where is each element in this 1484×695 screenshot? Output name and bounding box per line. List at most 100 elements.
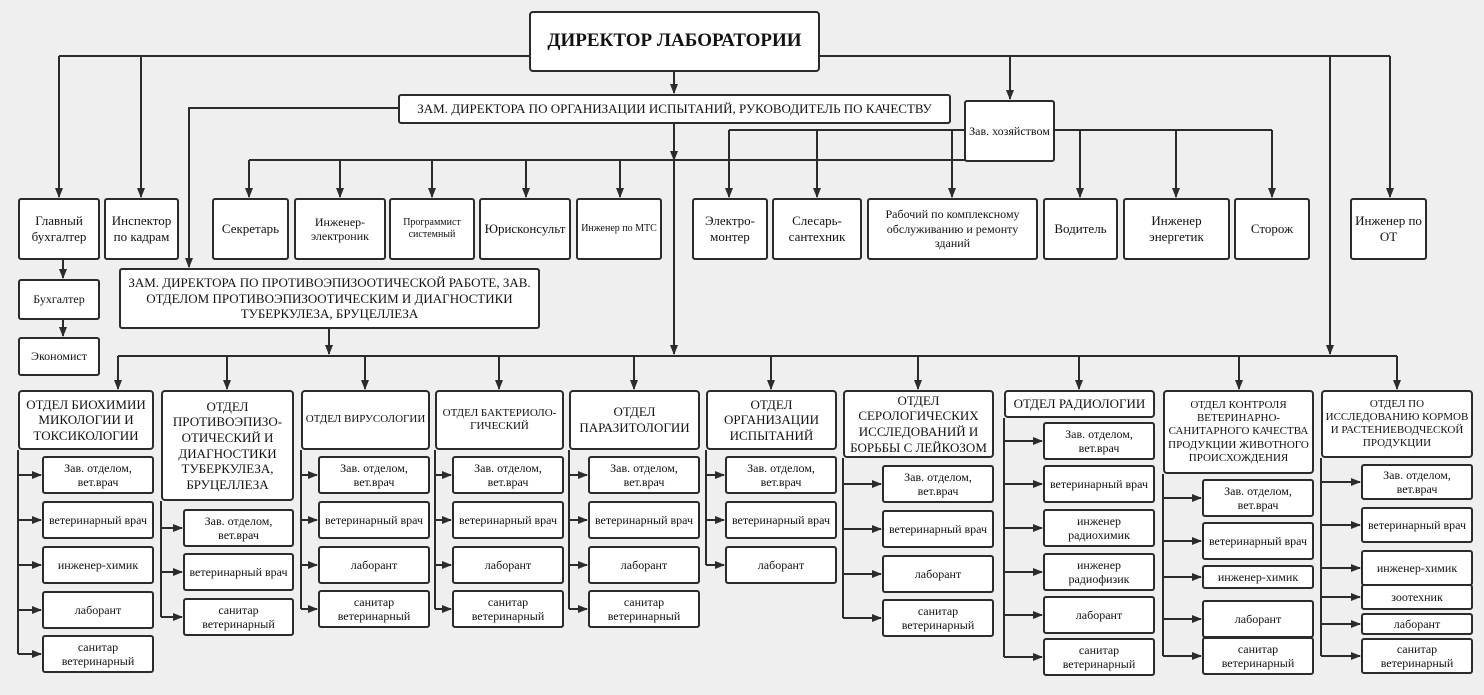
department-6-staff-3-box: лаборант	[725, 546, 837, 584]
electronics-engineer-box: Инженер-электроник	[294, 198, 386, 260]
department-8-staff-3: инженер радиохимик	[1068, 513, 1130, 542]
driver-box: Водитель	[1043, 198, 1118, 260]
department-1-title: ОТДЕЛ БИОХИМИИ МИКОЛОГИИ И ТОКСИКОЛОГИИ	[26, 396, 146, 443]
department-8-staff-3-box: инженер радиохимик	[1043, 509, 1155, 547]
department-2-title-box: ОТДЕЛ ПРОТИВОЭПИЗО-ОТИЧЕСКИЙ И ДИАГНОСТИ…	[161, 390, 294, 501]
department-2-staff-2: ветеринарный врач	[189, 564, 288, 579]
department-6-title-box: ОТДЕЛ ОРГАНИЗАЦИИ ИСПЫТАНИЙ	[706, 390, 837, 450]
department-5-staff-3-box: лаборант	[588, 546, 700, 584]
department-2-staff-3-box: санитар ветеринарный	[183, 598, 294, 636]
department-5-staff-4-box: санитар ветеринарный	[588, 590, 700, 628]
household-head-label: Зав. хозяйством	[969, 123, 1050, 138]
secretary-label: Секретарь	[221, 221, 280, 237]
department-1-staff-3: инженер-химик	[57, 557, 139, 572]
department-5-staff-1: Зав. отделом, вет.врач	[610, 460, 678, 489]
maintenance-worker-label: Рабочий по комплексному обслуживанию и р…	[885, 207, 1020, 251]
department-10-title: ОТДЕЛ ПО ИССЛЕДОВАНИЮ КОРМОВ И РАСТЕНИЕВ…	[1325, 397, 1469, 450]
department-5-title: ОТДЕЛ ПАРАЗИТОЛОГИИ	[579, 404, 690, 435]
department-8-staff-2: ветеринарный врач	[1049, 476, 1149, 491]
department-1-title-box: ОТДЕЛ БИОХИМИИ МИКОЛОГИИ И ТОКСИКОЛОГИИ	[18, 390, 154, 450]
department-5-staff-2-box: ветеринарный врач	[588, 501, 700, 539]
electronics-engineer-label: Инженер-электроник	[311, 214, 369, 243]
plumber-label: Слесарь-сантехник	[788, 213, 846, 244]
guard-box: Сторож	[1234, 198, 1310, 260]
department-10-staff-4-box: зоотехник	[1361, 584, 1473, 610]
department-8-staff-6: санитар ветеринарный	[1062, 642, 1136, 671]
department-4-staff-2: ветеринарный врач	[458, 512, 558, 527]
deputy-epizootic-box: ЗАМ. ДИРЕКТОРА ПО ПРОТИВОЭПИЗООТИЧЕСКОЙ …	[119, 268, 540, 329]
department-4-staff-4: санитар ветеринарный	[471, 594, 545, 623]
connector-9	[185, 107, 398, 268]
director-box: ДИРЕКТОР ЛАБОРАТОРИИ	[529, 11, 820, 72]
hr-inspector-label: Инспектор по кадрам	[111, 213, 172, 244]
department-3-staff-4-box: санитар ветеринарный	[318, 590, 430, 628]
director-label: ДИРЕКТОР ЛАБОРАТОРИИ	[547, 30, 802, 52]
department-5-staff-3: лаборант	[620, 557, 668, 572]
department-10-staff-2-box: ветеринарный врач	[1361, 507, 1473, 543]
legal-adviser-label: Юрисконсульт	[484, 221, 566, 237]
department-8-staff-5: лаборант	[1075, 607, 1123, 622]
economist-box: Экономист	[18, 337, 100, 376]
department-10-staff-1: Зав. отделом, вет.врач	[1383, 467, 1451, 496]
department-3-staff-1-box: Зав. отделом, вет.врач	[318, 456, 430, 494]
department-3-staff-2: ветеринарный врач	[324, 512, 424, 527]
guard-label: Сторож	[1250, 221, 1294, 237]
department-10-title-box: ОТДЕЛ ПО ИССЛЕДОВАНИЮ КОРМОВ И РАСТЕНИЕВ…	[1321, 390, 1473, 458]
department-6-staff-1-box: Зав. отделом, вет.врач	[725, 456, 837, 494]
department-2-staff-1: Зав. отделом, вет.врач	[204, 513, 273, 542]
department-10-staff-5: лаборант	[1393, 616, 1441, 631]
department-4-staff-2-box: ветеринарный врач	[452, 501, 564, 539]
department-1-staff-4: лаборант	[74, 602, 122, 617]
department-3-staff-3: лаборант	[350, 557, 398, 572]
department-4-title-box: ОТДЕЛ БАКТЕРИОЛО-ГИЧЕСКИЙ	[435, 390, 564, 450]
department-3-staff-1: Зав. отделом, вет.врач	[340, 460, 408, 489]
power-engineer-box: Инженер энергетик	[1123, 198, 1230, 260]
legal-adviser-box: Юрисконсульт	[479, 198, 571, 260]
system-programmer-box: Программист системный	[389, 198, 475, 260]
department-9-staff-3-box: инженер-химик	[1202, 565, 1314, 589]
department-4-title: ОТДЕЛ БАКТЕРИОЛО-ГИЧЕСКИЙ	[442, 406, 557, 432]
department-4-staff-3: лаборант	[484, 557, 532, 572]
department-2-staff-3: санитар ветеринарный	[202, 602, 275, 631]
department-1-staff-2: ветеринарный врач	[48, 512, 148, 527]
electrician-label: Электро-монтер	[705, 213, 755, 244]
department-7-title-box: ОТДЕЛ СЕРОЛОГИЧЕСКИХ ИССЛЕДОВАНИЙ И БОРЬ…	[843, 390, 994, 458]
department-3-staff-2-box: ветеринарный врач	[318, 501, 430, 539]
mts-engineer-label: Инженер по МТС	[581, 223, 657, 234]
ot-engineer-box: Инженер по ОТ	[1350, 198, 1427, 260]
ot-engineer-label: Инженер по ОТ	[1355, 213, 1422, 244]
department-10-staff-3: инженер-химик	[1376, 560, 1458, 575]
electrician-box: Электро-монтер	[692, 198, 768, 260]
department-9-staff-2: ветеринарный врач	[1208, 533, 1308, 548]
hr-inspector-box: Инспектор по кадрам	[104, 198, 179, 260]
economist-label: Экономист	[31, 349, 87, 364]
department-10-staff-2: ветеринарный врач	[1367, 517, 1467, 532]
department-9-staff-1-box: Зав. отделом, вет.врач	[1202, 479, 1314, 517]
department-2-staff-2-box: ветеринарный врач	[183, 553, 294, 591]
department-7-staff-2: ветеринарный врач	[888, 521, 988, 536]
department-10-staff-6: санитар ветеринарный	[1380, 641, 1454, 670]
department-10-staff-4: зоотехник	[1391, 589, 1443, 604]
department-7-staff-2-box: ветеринарный врач	[882, 510, 994, 548]
department-2-title: ОТДЕЛ ПРОТИВОЭПИЗО-ОТИЧЕСКИЙ И ДИАГНОСТИ…	[172, 398, 283, 492]
accountant-box: Бухгалтер	[18, 279, 100, 320]
department-3-title-box: ОТДЕЛ ВИРУСОЛОГИИ	[301, 390, 430, 450]
department-9-staff-2-box: ветеринарный врач	[1202, 522, 1314, 560]
department-10-staff-3-box: инженер-химик	[1361, 550, 1473, 586]
department-9-title-box: ОТДЕЛ КОНТРОЛЯ ВЕТЕРИНАРНО-САНИТАРНОГО К…	[1163, 390, 1314, 474]
department-9-staff-4: лаборант	[1234, 611, 1282, 626]
department-3-staff-4: санитар ветеринарный	[337, 594, 411, 623]
department-7-staff-3: лаборант	[914, 566, 962, 581]
department-9-staff-4-box: лаборант	[1202, 600, 1314, 638]
deputy-quality-label: ЗАМ. ДИРЕКТОРА ПО ОРГАНИЗАЦИИ ИСПЫТАНИЙ,…	[417, 101, 932, 117]
department-5-staff-2: ветеринарный врач	[594, 512, 694, 527]
department-8-staff-4: инженер радиофизик	[1068, 557, 1130, 586]
driver-label: Водитель	[1054, 221, 1107, 237]
department-3-title: ОТДЕЛ ВИРУСОЛОГИИ	[305, 413, 426, 426]
department-4-staff-1-box: Зав. отделом, вет.врач	[452, 456, 564, 494]
department-5-title-box: ОТДЕЛ ПАРАЗИТОЛОГИИ	[569, 390, 700, 450]
department-7-staff-1-box: Зав. отделом, вет.врач	[882, 465, 994, 503]
power-engineer-label: Инженер энергетик	[1149, 213, 1204, 244]
secretary-box: Секретарь	[212, 198, 289, 260]
